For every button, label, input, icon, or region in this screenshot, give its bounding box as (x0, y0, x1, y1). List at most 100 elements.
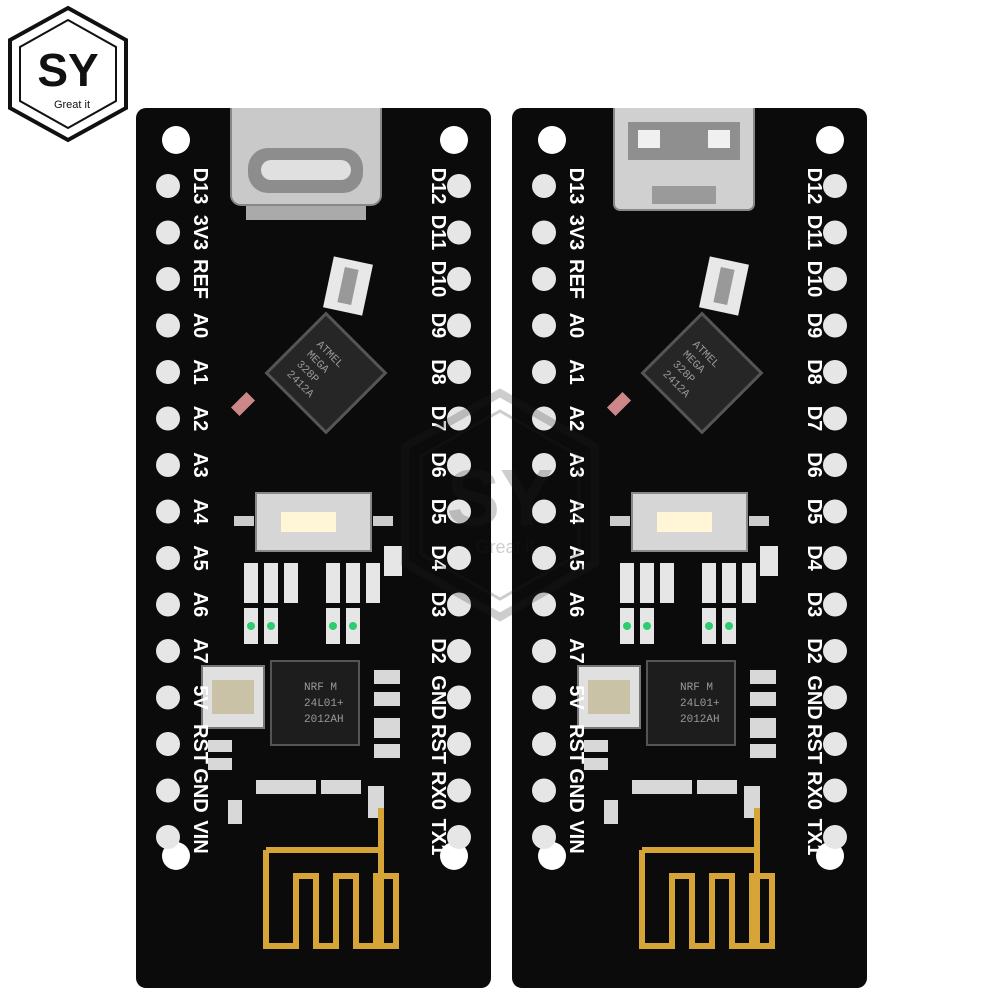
rf-text-1: NRF M (304, 682, 337, 694)
header-pin-pad (532, 174, 556, 198)
header-pin-pad (447, 453, 471, 477)
header-pin-pad (532, 778, 556, 803)
pin-label: A3 (565, 452, 587, 478)
pin-label: A5 (189, 545, 211, 571)
pin-label: RST (427, 724, 449, 764)
header-pin-pad (156, 685, 180, 710)
pin-label: D9 (803, 313, 825, 339)
pin-label: A3 (189, 452, 211, 478)
mounting-hole (816, 126, 844, 154)
pin-label: D4 (803, 545, 825, 571)
pin-label: RX0 (427, 771, 449, 810)
header-pin-pad (532, 220, 556, 245)
header-pin-pad (823, 174, 847, 198)
header-pin-pad (447, 778, 471, 803)
pin-label: D4 (427, 545, 449, 571)
pin-label: D2 (427, 638, 449, 664)
mounting-hole (538, 126, 566, 154)
mounting-hole (162, 842, 190, 870)
header-pin-pad (823, 499, 847, 524)
pin-label: D6 (803, 452, 825, 478)
pin-label: GND (565, 768, 587, 812)
header-pin-pad (823, 453, 847, 477)
header-pin-pad (823, 406, 847, 431)
header-pin-pad (823, 220, 847, 245)
brand-logo: SY Great it (8, 5, 128, 143)
pin-label: RST (189, 724, 211, 764)
crystal-oscillator (201, 665, 265, 729)
pin-label: A0 (189, 313, 211, 339)
nrf24l01-chip: NRF M 24L01+ 2012AH (270, 660, 360, 746)
header-pin-pad (156, 639, 180, 663)
header-pin-pad (447, 174, 471, 198)
pin-label: D11 (427, 215, 449, 251)
header-pin-pad (156, 499, 180, 524)
header-pin-pad (156, 546, 180, 570)
pin-label: D13 (565, 168, 587, 205)
header-pin-pad (156, 592, 180, 617)
header-pin-pad (156, 825, 180, 849)
pin-label: A7 (189, 638, 211, 664)
mounting-hole (538, 842, 566, 870)
pin-label: A7 (565, 638, 587, 664)
pin-label: A1 (189, 359, 211, 385)
header-pin-pad (823, 546, 847, 570)
header-pin-pad (156, 313, 180, 338)
pcb-board-micro-usb: ATMEL MEGA 328P 2412A NRF M (512, 99, 867, 988)
watermark-tagline: Great it (475, 537, 534, 557)
rf-text-2: 24L01+ (680, 698, 720, 710)
header-pin-pad (156, 453, 180, 477)
header-pin-pad (532, 732, 556, 756)
pin-label: GND (427, 675, 449, 719)
mounting-hole (440, 126, 468, 154)
reset-button (234, 492, 393, 552)
pin-label: RST (803, 724, 825, 764)
header-pin-pad (447, 313, 471, 338)
header-pin-pad (156, 732, 180, 756)
header-pin-pad (532, 685, 556, 710)
pin-label: D5 (427, 499, 449, 525)
crystal-oscillator (577, 665, 641, 729)
pin-label: VIN (565, 820, 587, 853)
pin-label: D2 (803, 638, 825, 664)
header-pin-pad (447, 639, 471, 663)
header-pin-pad (156, 220, 180, 245)
pin-label: D12 (427, 168, 449, 205)
logo-letters: SY (37, 44, 98, 96)
header-pin-pad (532, 267, 556, 291)
header-pin-pad (156, 360, 180, 384)
pin-label: A5 (565, 545, 587, 571)
pin-label: A2 (189, 406, 211, 432)
pcb-board-drawing: ATMEL MEGA 328P 2412A (156, 89, 471, 949)
pin-label: D8 (803, 359, 825, 385)
pin-label: D9 (427, 313, 449, 339)
header-pin-pad (823, 267, 847, 291)
pin-label: A6 (189, 592, 211, 618)
rf-text-3: 2012AH (680, 714, 720, 726)
pcb-board-drawing: ATMEL MEGA 328P 2412A NRF M (532, 99, 847, 949)
header-pin-pad (447, 360, 471, 384)
header-pin-pad (156, 174, 180, 198)
pin-label: D5 (803, 499, 825, 525)
pin-label: A1 (565, 359, 587, 385)
smd-components (244, 546, 402, 644)
nrf24l01-chip: NRF M 24L01+ 2012AH (646, 660, 736, 746)
header-pin-pad (823, 639, 847, 663)
pin-label: D13 (189, 168, 211, 205)
smd-components (620, 546, 778, 644)
header-pin-pad (447, 732, 471, 756)
header-pin-pad (532, 313, 556, 338)
mounting-hole (816, 842, 844, 870)
header-pin-pad (532, 453, 556, 477)
rf-text-3: 2012AH (304, 714, 344, 726)
pin-label: D7 (803, 406, 825, 432)
pin-label: VIN (189, 820, 211, 853)
pcb-board-usb-c: ATMEL MEGA 328P 2412A (136, 89, 491, 988)
micro-usb-connector (613, 99, 755, 211)
header-pin-pad (823, 313, 847, 338)
pin-label: GND (803, 675, 825, 719)
pin-label: D6 (427, 452, 449, 478)
pin-label: A0 (565, 313, 587, 339)
header-pin-pad (447, 546, 471, 570)
header-pin-pad (823, 685, 847, 710)
